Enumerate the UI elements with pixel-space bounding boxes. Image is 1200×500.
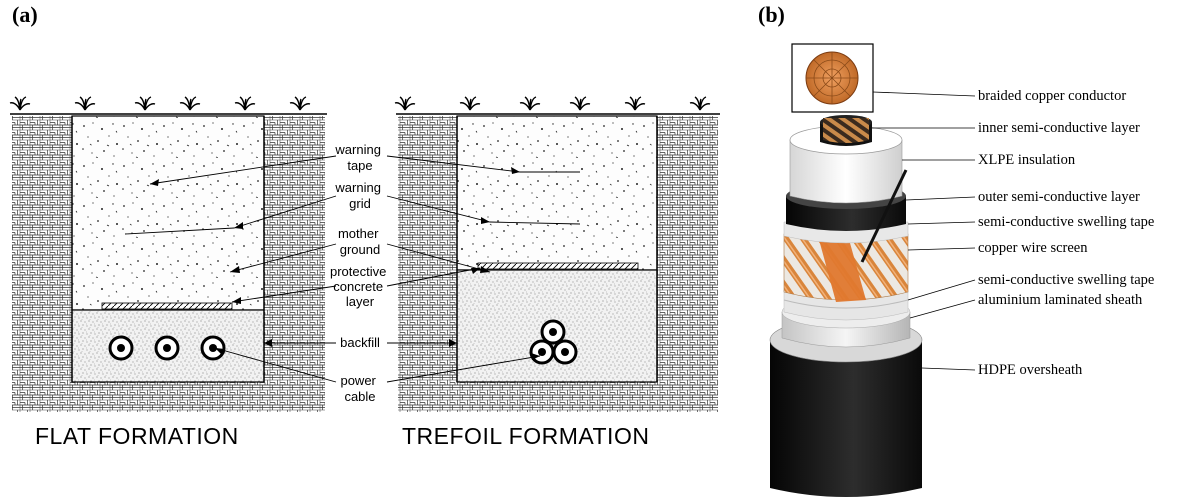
trefoil-concrete-layer (477, 262, 639, 270)
cable-layer-labels: braided copper conductor inner semi-cond… (872, 88, 1154, 378)
trench-leader-lines (124, 155, 581, 383)
layer-label-3: XLPE insulation (978, 152, 1076, 168)
layer-label-2: inner semi-conductive layer (978, 120, 1140, 136)
warning-tape-label: warning tape (334, 142, 384, 173)
trefoil-power-cables (529, 319, 578, 365)
warning-grid-label: warning grid (334, 180, 384, 211)
power-cable-label: power cable (340, 373, 379, 404)
layer-label-9: HDPE oversheath (978, 362, 1083, 378)
layer-label-6: copper wire screen (978, 240, 1088, 256)
protective-concrete-label: protective concrete layer (330, 264, 390, 309)
trefoil-trench: TREFOIL FORMATION (394, 96, 720, 449)
layer-label-7: semi-conductive swelling tape (978, 272, 1154, 288)
layer-label-5: semi-conductive swelling tape (978, 214, 1154, 230)
panel-b-label: (b) (758, 2, 785, 27)
trench-labels: warning tape warning grid mother ground … (330, 142, 390, 404)
backfill-label: backfill (340, 335, 380, 350)
mother-ground-label: mother ground (338, 226, 382, 257)
flat-formation-title: FLAT FORMATION (35, 423, 239, 449)
hdpe-oversheath (770, 340, 922, 497)
flat-trench: FLAT FORMATION (9, 96, 327, 449)
layer-label-1: braided copper conductor (978, 88, 1126, 104)
braided-copper-core (823, 118, 869, 143)
panel-a-label: (a) (12, 2, 38, 27)
flat-power-cables (108, 335, 226, 361)
xlpe-insulation (789, 139, 903, 204)
layer-label-8: aluminium laminated sheath (978, 292, 1143, 308)
flat-concrete-layer (101, 302, 233, 310)
hv-cable-illustration (769, 43, 923, 497)
trefoil-formation-title: TREFOIL FORMATION (402, 423, 649, 449)
layer-label-4: outer semi-conductive layer (978, 189, 1140, 205)
